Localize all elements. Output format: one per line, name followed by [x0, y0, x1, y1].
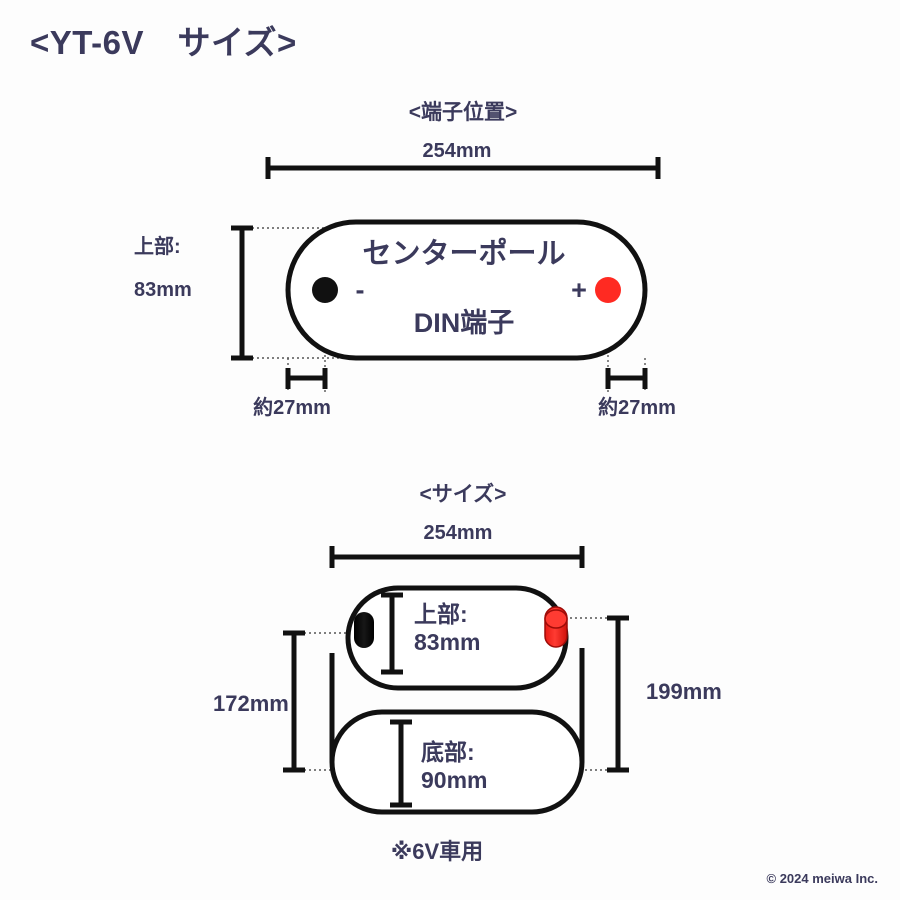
voltage-note: ※6V車用 [390, 839, 484, 864]
negative-terminal-side [354, 612, 374, 648]
terminal-depth-label-line2: 83mm [134, 279, 192, 301]
left-offset-dimension [285, 368, 328, 389]
positive-terminal-top [595, 277, 621, 303]
total-height-dimension [607, 615, 629, 773]
size-width-dimension [329, 546, 585, 568]
positive-terminal-side [544, 606, 568, 648]
left-offset-label: 約27mm [253, 397, 331, 419]
center-pole-label: センターポール [362, 238, 566, 270]
body-height-dimension [283, 630, 305, 773]
terminal-depth-label-line1: 上部: [134, 236, 181, 258]
terminal-width-dimension [265, 157, 661, 179]
din-terminal-label: DIN端子 [413, 308, 515, 338]
upper-section-label-line1: 上部: [414, 601, 468, 627]
positive-sign-label: + [571, 275, 587, 305]
body-height-label: 172mm [213, 691, 289, 716]
right-offset-label: 約27mm [598, 397, 676, 419]
right-offset-dimension [605, 368, 648, 389]
page-title: <YT-6V サイズ> [30, 24, 297, 61]
terminal-view-heading: <端子位置> [408, 101, 518, 124]
terminal-depth-dimension [231, 225, 253, 361]
negative-terminal-top [312, 277, 338, 303]
battery-top-outline [285, 219, 648, 361]
negative-sign-label: - [355, 275, 365, 305]
size-width-label: 254mm [423, 522, 493, 544]
copyright-footer: © 2024 meiwa Inc. [766, 871, 878, 886]
upper-section-dimension [381, 592, 403, 675]
total-height-label: 199mm [646, 679, 722, 704]
lower-section-label-line2: 90mm [421, 767, 488, 793]
size-view-heading: <サイズ> [419, 483, 507, 506]
upper-section-label-line2: 83mm [414, 629, 481, 655]
lower-section-label-line1: 底部: [421, 739, 475, 765]
lower-section-dimension [390, 719, 412, 808]
terminal-width-label: 254mm [422, 140, 492, 162]
